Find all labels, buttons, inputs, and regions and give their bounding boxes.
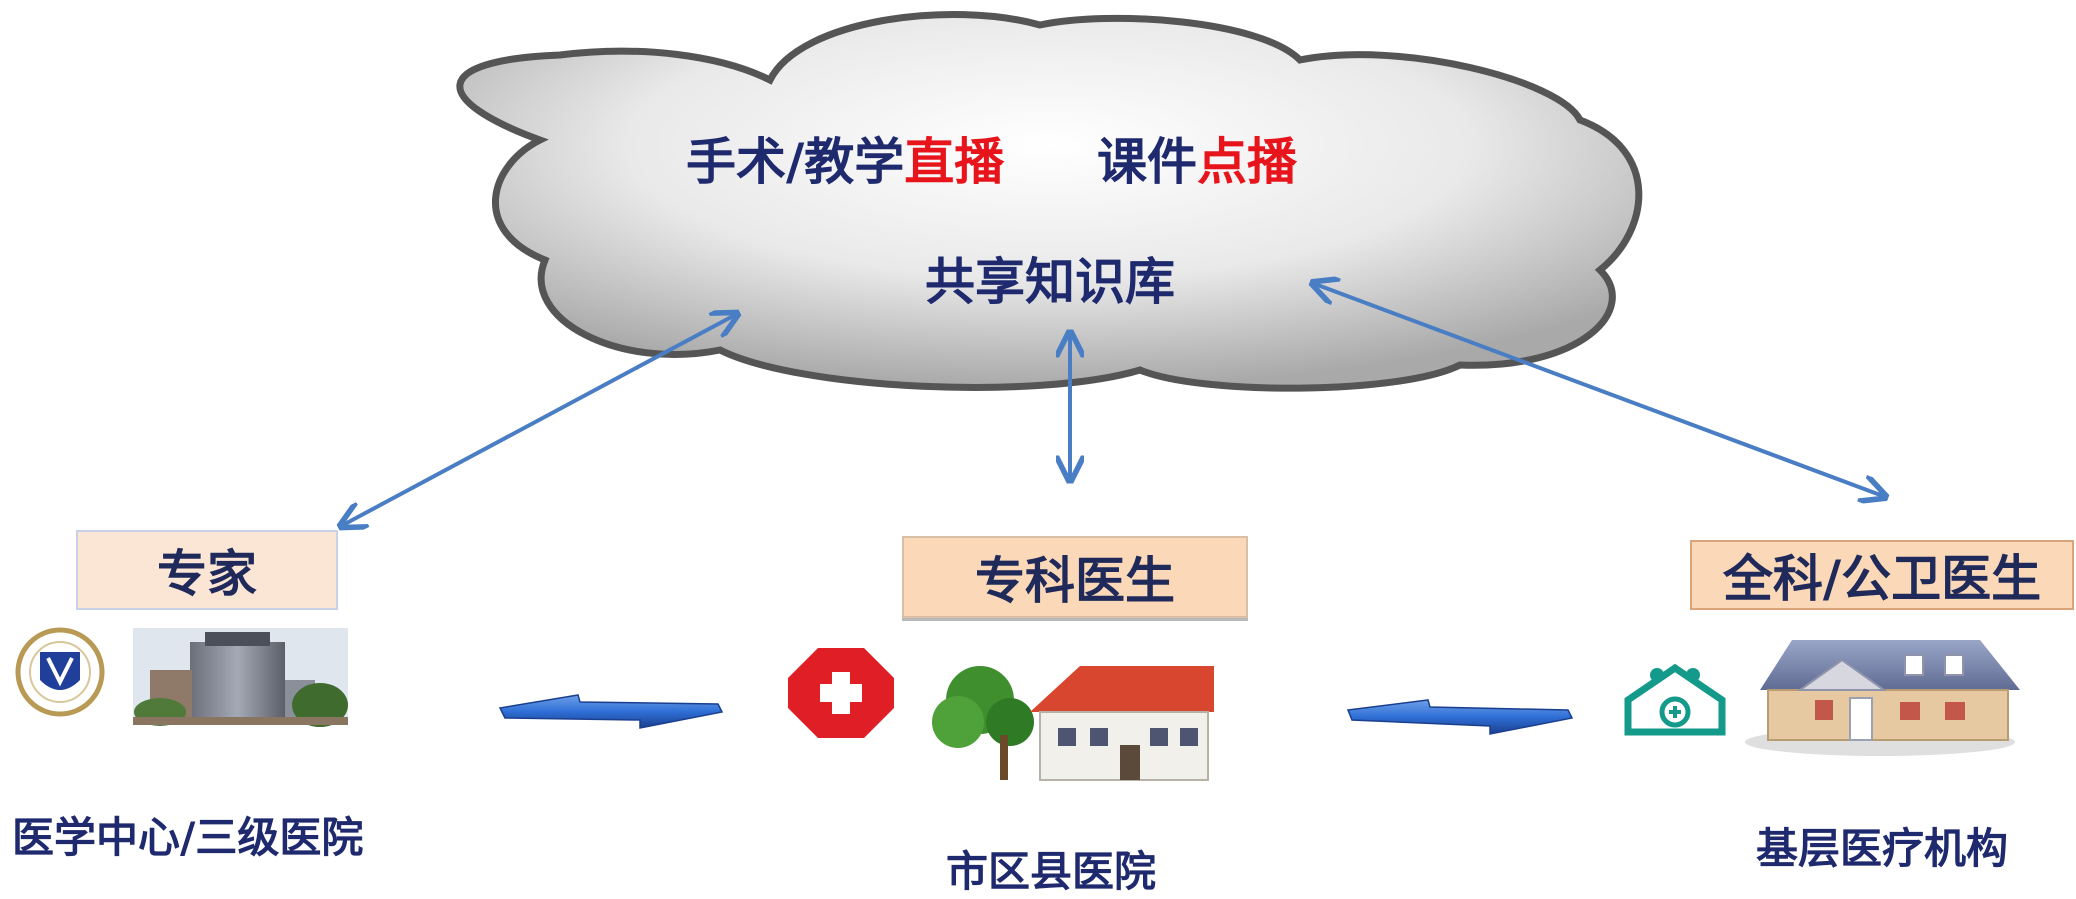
cloud-shape <box>456 10 1643 392</box>
courseware-vod-highlight: 点播 <box>1197 133 1297 191</box>
arrow-cloud-expert <box>343 315 735 525</box>
diagram-canvas <box>15 10 2020 781</box>
specialist-box: 专科医生 <box>902 536 1248 618</box>
expert-box: 专家 <box>76 530 338 610</box>
live-broadcast-highlight: 直播 <box>904 133 1005 191</box>
expert-label: 专家 <box>157 545 257 603</box>
hospital-building-image <box>133 628 348 727</box>
live-broadcast-label: 手术/教学直播 <box>686 122 1004 194</box>
arrow-cloud-general <box>1315 284 1883 496</box>
primary-care-house-image <box>1745 640 2020 756</box>
live-broadcast-prefix: 手术/教学 <box>686 133 905 191</box>
shared-knowledge-base-label: 共享知识库 <box>925 253 1175 311</box>
courseware-vod-label: 课件点播 <box>1097 122 1297 194</box>
hospital-logo <box>15 627 105 717</box>
general-practitioner-box: 全科/公卫医生 <box>1690 540 2074 610</box>
red-cross-icon <box>788 648 894 738</box>
flat-arrow-left <box>498 694 724 729</box>
flat-arrow-right <box>1346 699 1574 735</box>
specialist-label: 专科医生 <box>975 552 1175 610</box>
general-practitioner-label: 全科/公卫医生 <box>1722 550 2042 608</box>
medical-center-caption: 医学中心/三级医院 <box>12 813 364 862</box>
county-hospital-caption: 市区县医院 <box>946 847 1157 896</box>
primary-care-caption: 基层医疗机构 <box>1756 824 2009 873</box>
county-hospital-image <box>932 666 1214 781</box>
courseware-vod-prefix: 课件 <box>1097 133 1197 191</box>
primary-care-icon <box>1624 663 1726 736</box>
